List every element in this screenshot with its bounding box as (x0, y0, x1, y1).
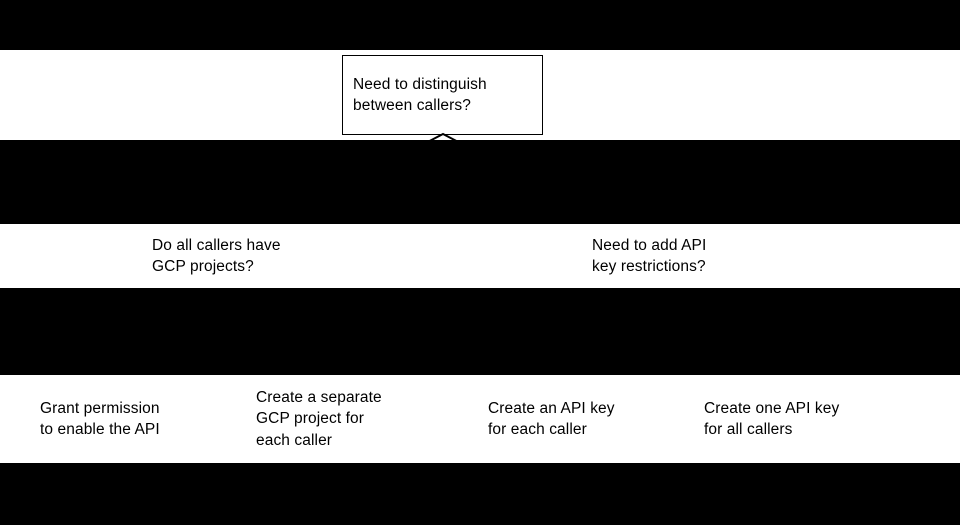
node-need-to-distinguish-between-callers[interactable]: Need to distinguish between callers? (342, 55, 543, 135)
node-label: Create one API key for all callers (704, 399, 840, 438)
node-create-an-api-key-for-each-caller[interactable]: Create an API key for each caller (478, 375, 657, 463)
node-label: Grant permission to enable the API (40, 399, 160, 438)
root-outgoing-arrowhead-icon (419, 132, 467, 147)
node-label: Need to distinguish between callers? (353, 75, 487, 114)
node-label: Do all callers have GCP projects? (152, 236, 281, 275)
node-label: Need to add API key restrictions? (592, 236, 707, 275)
node-create-a-separate-gcp-project-for-each-caller[interactable]: Create a separate GCP project for each c… (246, 375, 424, 463)
node-label: Create an API key for each caller (488, 399, 615, 438)
node-create-one-api-key-for-all-callers[interactable]: Create one API key for all callers (694, 375, 887, 463)
node-do-all-callers-have-gcp-projects[interactable]: Do all callers have GCP projects? (142, 224, 325, 288)
node-need-to-add-api-key-restrictions[interactable]: Need to add API key restrictions? (582, 224, 752, 288)
node-label: Create a separate GCP project for each c… (256, 388, 382, 449)
node-grant-permission-to-enable-the-api[interactable]: Grant permission to enable the API (30, 375, 200, 463)
